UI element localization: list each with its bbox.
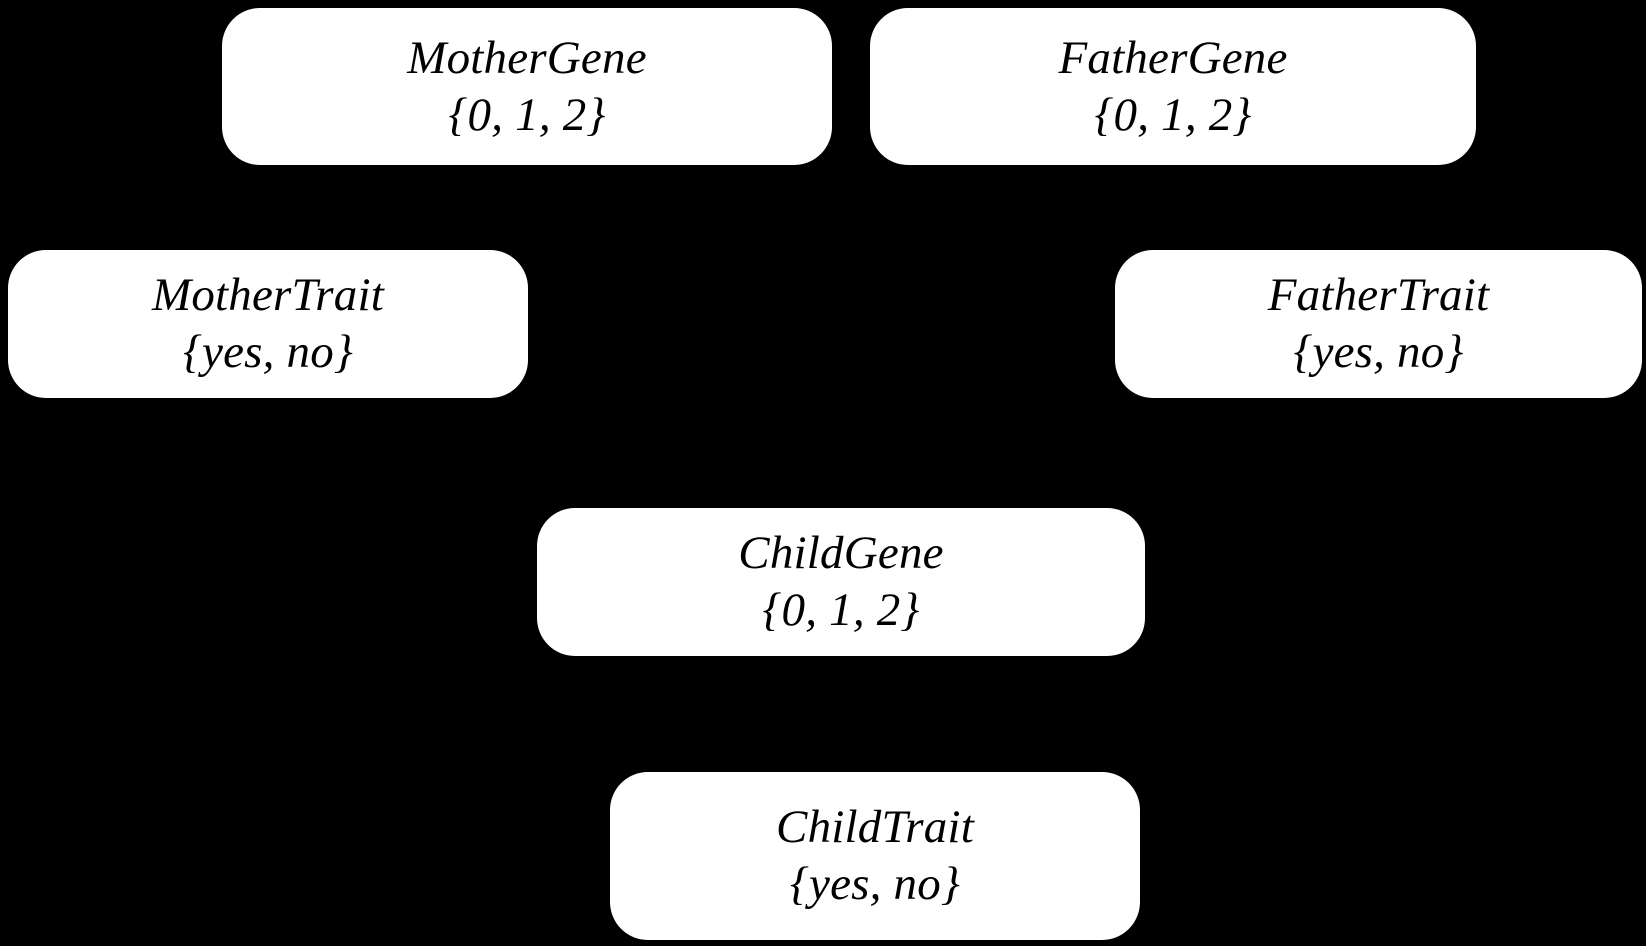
node-mother-gene[interactable]: MotherGene {0, 1, 2} — [222, 8, 832, 165]
node-father-gene[interactable]: FatherGene {0, 1, 2} — [870, 8, 1476, 165]
node-father-gene-label: FatherGene — [1058, 31, 1288, 84]
node-mother-trait[interactable]: MotherTrait {yes, no} — [8, 250, 528, 398]
node-mother-trait-domain: {yes, no} — [183, 326, 353, 378]
node-child-trait-label: ChildTrait — [776, 801, 974, 854]
node-father-trait[interactable]: FatherTrait {yes, no} — [1115, 250, 1642, 398]
node-child-gene-domain: {0, 1, 2} — [762, 584, 920, 636]
node-mother-trait-label: MotherTrait — [151, 269, 384, 322]
node-child-gene[interactable]: ChildGene {0, 1, 2} — [537, 508, 1145, 656]
node-child-trait-domain: {yes, no} — [790, 858, 960, 910]
node-child-trait[interactable]: ChildTrait {yes, no} — [610, 772, 1140, 940]
node-child-gene-label: ChildGene — [738, 527, 944, 580]
node-father-gene-domain: {0, 1, 2} — [1094, 88, 1252, 141]
node-mother-gene-domain: {0, 1, 2} — [448, 88, 606, 141]
node-mother-gene-label: MotherGene — [407, 31, 647, 84]
node-father-trait-label: FatherTrait — [1267, 269, 1490, 322]
node-father-trait-domain: {yes, no} — [1293, 326, 1464, 378]
